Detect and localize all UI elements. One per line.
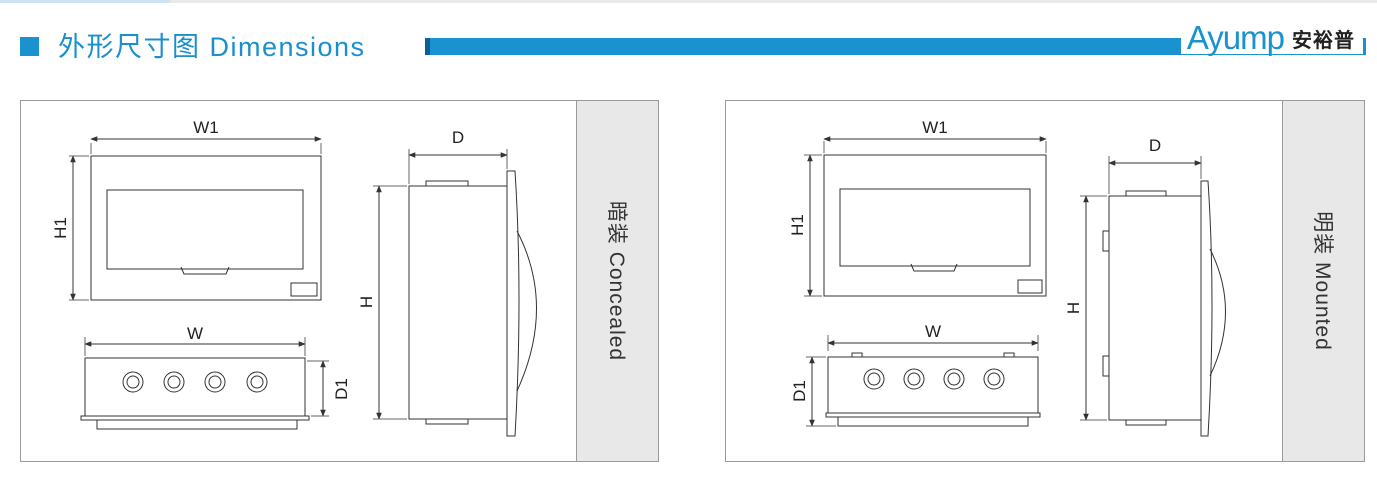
brand-name: Ayump (1186, 19, 1285, 56)
bottom-view-flange (80, 415, 310, 421)
panel-concealed: W1 H1 W D1 D H 暗装 Concealed (20, 100, 659, 462)
mount-type-column: 明装 Mounted (1282, 101, 1364, 461)
dim-d1-label: D1 (790, 380, 809, 402)
side-view-door-bulge (1209, 248, 1226, 377)
brand-logo: Ayump 安裕普 (1180, 19, 1363, 56)
brand-cn: 安裕普 (1292, 28, 1355, 52)
dim-d-label: D (452, 128, 464, 147)
bottom-view-cover (837, 416, 1029, 427)
front-view-body (823, 154, 1047, 297)
side-view-body (408, 185, 508, 420)
front-view-label-box (290, 282, 318, 297)
bottom-view-cover (96, 419, 298, 430)
knockout-holes (863, 368, 1005, 390)
mounted-drawing: W1 H1 W D1 D H (788, 118, 1226, 437)
knockout-holes (122, 371, 268, 393)
side-view-front-plate (506, 170, 520, 437)
bottom-view-notch-left (851, 352, 863, 358)
dim-h1-label: H1 (51, 217, 70, 239)
header-bar-accent (425, 38, 430, 55)
front-view-tab (180, 266, 230, 275)
side-view-bottom-tab (1125, 419, 1167, 426)
dim-d1-label: D1 (332, 378, 351, 400)
bottom-view-flange (825, 412, 1041, 418)
side-view-top-tab (425, 180, 469, 187)
side-view-bracket-bottom (1102, 355, 1110, 377)
mount-type-column: 暗装 Concealed (576, 101, 658, 461)
bottom-view-notch-right (1003, 352, 1015, 358)
front-view-window (106, 189, 304, 270)
side-view-body (1108, 195, 1202, 421)
side-view-bracket-top (1102, 230, 1110, 252)
panel-mounted: W1 H1 W D1 D H 明装 Mounted (725, 100, 1365, 462)
front-view-tab (910, 263, 958, 272)
top-rule (0, 0, 1377, 3)
dim-h-label: H (1064, 302, 1083, 314)
front-view-label-box (1017, 279, 1043, 294)
side-view-top-tab (1125, 190, 1167, 197)
dim-h1-label: H1 (788, 214, 807, 236)
header-square-icon (20, 37, 39, 56)
side-view-bottom-tab (425, 418, 469, 425)
dim-w1-label: W1 (193, 118, 219, 137)
section-title: 外形尺寸图 Dimensions (58, 32, 366, 62)
dim-w-label: W (187, 324, 203, 343)
side-view-front-plate (1200, 180, 1213, 437)
mount-type-label: 暗装 Concealed (604, 200, 628, 362)
mount-type-label: 明装 Mounted (1310, 211, 1334, 351)
front-view-window (839, 188, 1031, 267)
dim-d-label: D (1149, 136, 1161, 155)
dim-w-label: W (925, 322, 941, 341)
side-view-door-bulge (516, 230, 537, 392)
dim-w1-label: W1 (922, 118, 948, 137)
bottom-view-body (84, 357, 306, 417)
header-bar (425, 38, 1366, 55)
concealed-drawing: W1 H1 W D1 D H (51, 118, 537, 437)
dim-h-label: H (357, 296, 376, 308)
bottom-view-body (827, 356, 1039, 414)
front-view-body (90, 155, 322, 301)
